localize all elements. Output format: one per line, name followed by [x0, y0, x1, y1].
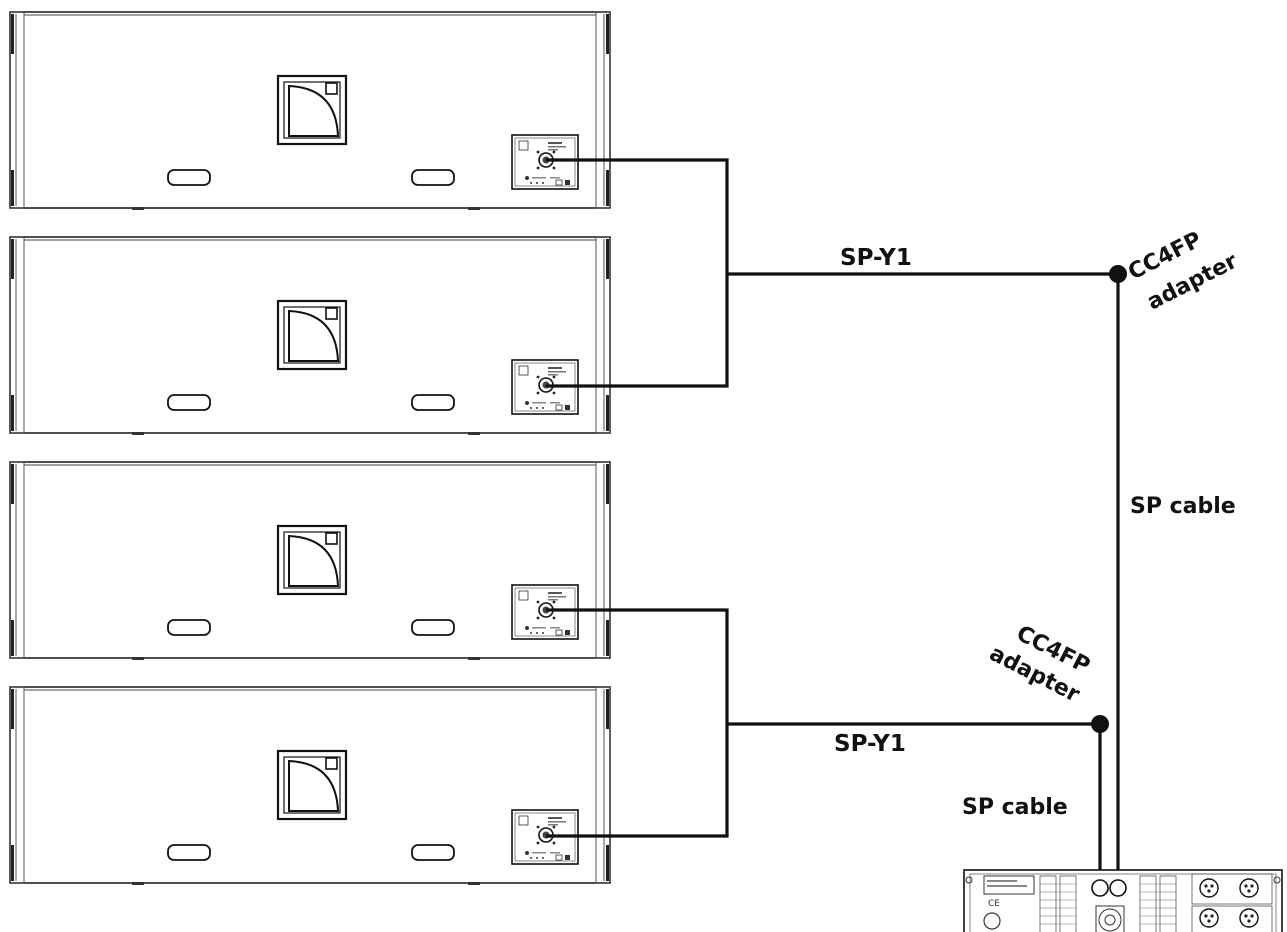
amplified-controller-icon: CE	[963, 869, 1283, 932]
loudspeaker-1	[8, 10, 612, 212]
lower-trunk-label: SP cable	[962, 795, 1068, 820]
upper-cable-label: SP-Y1	[840, 245, 912, 271]
lower-sp-y1-cable	[546, 608, 1100, 838]
loudspeaker-2	[8, 235, 612, 437]
upper-trunk-label: SP cable	[1130, 494, 1236, 519]
upper-adapter-dot	[1109, 265, 1127, 283]
lower-cable-label: SP-Y1	[834, 731, 906, 757]
svg-text:CE: CE	[988, 899, 1000, 909]
loudspeaker-3	[8, 460, 612, 662]
loudspeaker-4	[8, 685, 612, 887]
upper-sp-y1-cable	[546, 158, 1118, 388]
lower-adapter-dot	[1091, 715, 1109, 733]
